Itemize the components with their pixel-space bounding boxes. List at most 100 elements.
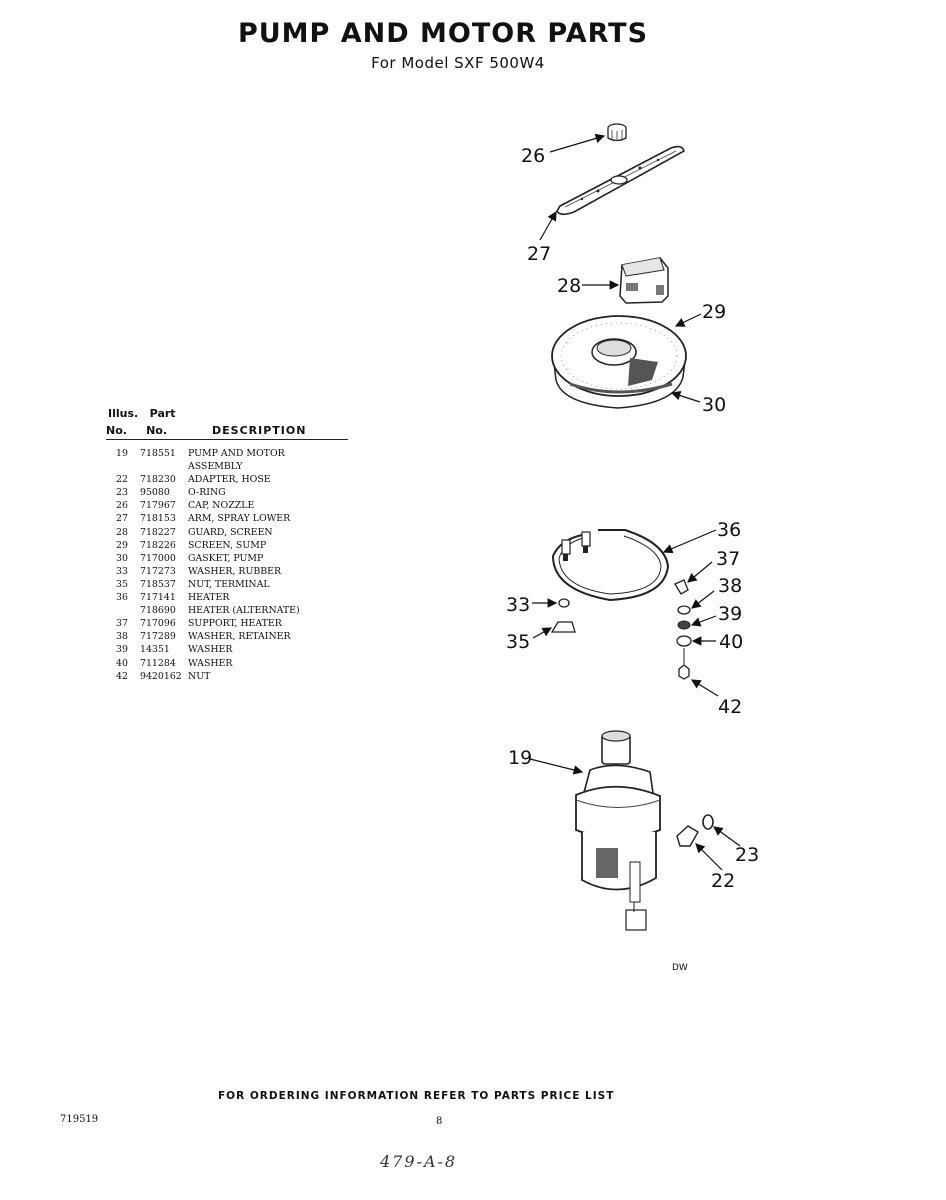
callout-38: 38: [718, 575, 742, 597]
part-description: ARM, SPRAY LOWER: [188, 513, 291, 525]
illus-no: 42: [116, 670, 128, 682]
part-no: 718153: [140, 513, 176, 525]
part-no: 717096: [140, 618, 176, 630]
table-row: 42 9420162 NUT: [106, 670, 350, 683]
callout-42: 42: [718, 696, 742, 718]
table-row: 26 717967 CAP, NOZZLE: [106, 499, 350, 512]
part-description: GASKET, PUMP: [188, 552, 264, 564]
part-no: 718230: [140, 474, 176, 486]
table-row: 39 14351 WASHER: [106, 643, 350, 656]
illus-no: 40: [116, 657, 128, 669]
callout-36: 36: [717, 519, 741, 541]
part-description: NUT, TERMINAL: [188, 578, 270, 590]
callout-39: 39: [718, 603, 742, 625]
part-description: O-RING: [188, 487, 226, 499]
adapter-oring-drawing: [676, 814, 714, 847]
table-row: 37 717096 SUPPORT, HEATER: [106, 617, 350, 630]
illus-no: 22: [116, 474, 128, 486]
table-row: 718690 HEATER (ALTERNATE): [106, 604, 350, 617]
model-subtitle: For Model SXF 500W4: [371, 54, 545, 72]
ordering-info-footer: FOR ORDERING INFORMATION REFER TO PARTS …: [218, 1090, 615, 1102]
part-description: ASSEMBLY: [188, 461, 243, 473]
callout-22: 22: [711, 870, 735, 892]
part-description: WASHER: [188, 657, 233, 669]
illus-no: 35: [116, 578, 128, 590]
part-description: CAP, NOZZLE: [188, 500, 255, 512]
callout-27: 27: [527, 243, 551, 265]
page-number: 8: [436, 1116, 443, 1127]
illus-no: 23: [116, 487, 128, 499]
leader-lines: [529, 133, 741, 871]
parts-rows: 19 718551 PUMP AND MOTOR ASSEMBLY 22 718230 AD…: [106, 447, 350, 683]
part-description: SUPPORT, HEATER: [188, 618, 282, 630]
table-row: 40 711284 WASHER: [106, 657, 350, 670]
pump-motor-assembly-drawing: [575, 730, 661, 931]
table-row: 35 718537 NUT, TERMINAL: [106, 578, 350, 591]
part-description: ADAPTER, HOSE: [188, 474, 271, 486]
part-no: 95080: [140, 487, 170, 499]
illus-no: 26: [116, 500, 128, 512]
part-description: SCREEN, SUMP: [188, 539, 267, 551]
part-no: 711284: [140, 657, 176, 669]
callout-37: 37: [716, 548, 740, 570]
part-description: GUARD, SCREEN: [188, 526, 273, 538]
part-no: 718537: [140, 578, 176, 590]
illus-no: 19: [116, 448, 128, 459]
part-description: NUT: [188, 670, 211, 682]
document-number: 719519: [60, 1114, 99, 1125]
heater-hardware-drawing: [550, 579, 692, 680]
part-description: WASHER: [188, 644, 233, 656]
part-no: 718690: [140, 605, 176, 617]
table-row: 23 95080 O-RING: [106, 486, 350, 499]
callout-23: 23: [735, 844, 759, 866]
diagram-code: DW: [672, 963, 688, 973]
callout-30: 30: [702, 394, 726, 416]
callout-35: 35: [506, 631, 530, 653]
table-row: 22 718230 ADAPTER, HOSE: [106, 473, 350, 486]
heater-drawing: [551, 529, 670, 602]
part-description: WASHER, RUBBER: [188, 565, 282, 577]
header-illus-part: Illus. Part: [108, 407, 176, 420]
handwritten-note: 479-A-8: [380, 1152, 458, 1171]
illus-no: 39: [116, 644, 128, 656]
part-description: HEATER (ALTERNATE): [188, 605, 300, 617]
callout-26: 26: [521, 145, 545, 167]
part-description: WASHER, RETAINER: [188, 631, 291, 643]
part-no: 718226: [140, 539, 176, 551]
sump-screen-drawing: [551, 315, 687, 409]
part-no: 717289: [140, 631, 176, 643]
illus-no: 28: [116, 526, 128, 538]
illus-no: 37: [116, 618, 128, 630]
part-description: HEATER: [188, 592, 230, 604]
screen-guard-drawing: [619, 257, 669, 304]
illus-no: 33: [116, 565, 128, 577]
callout-19: 19: [508, 747, 532, 769]
table-row: 19 718551 PUMP AND MOTOR: [106, 447, 350, 460]
part-no: 717000: [140, 552, 176, 564]
part-no: 717273: [140, 565, 176, 577]
callout-29: 29: [702, 301, 726, 323]
nozzle-cap-drawing: [607, 123, 627, 142]
part-description: PUMP AND MOTOR: [188, 448, 285, 459]
table-row: 33 717273 WASHER, RUBBER: [106, 565, 350, 578]
callout-40: 40: [719, 631, 743, 653]
illus-no: 36: [116, 592, 128, 604]
callout-33: 33: [506, 594, 530, 616]
part-no: 717967: [140, 500, 176, 512]
illus-no: 30: [116, 552, 128, 564]
spray-arm-drawing: [556, 145, 685, 216]
part-no: 14351: [140, 644, 170, 656]
part-no: 9420162: [140, 670, 182, 682]
header-description: DESCRIPTION: [212, 424, 307, 437]
callout-28: 28: [557, 275, 581, 297]
part-no: 718227: [140, 526, 176, 538]
part-no: 718551: [140, 448, 176, 459]
header-rule: [106, 439, 348, 440]
page-title: PUMP AND MOTOR PARTS: [237, 18, 649, 49]
header-no-no: No. No.: [106, 424, 168, 437]
